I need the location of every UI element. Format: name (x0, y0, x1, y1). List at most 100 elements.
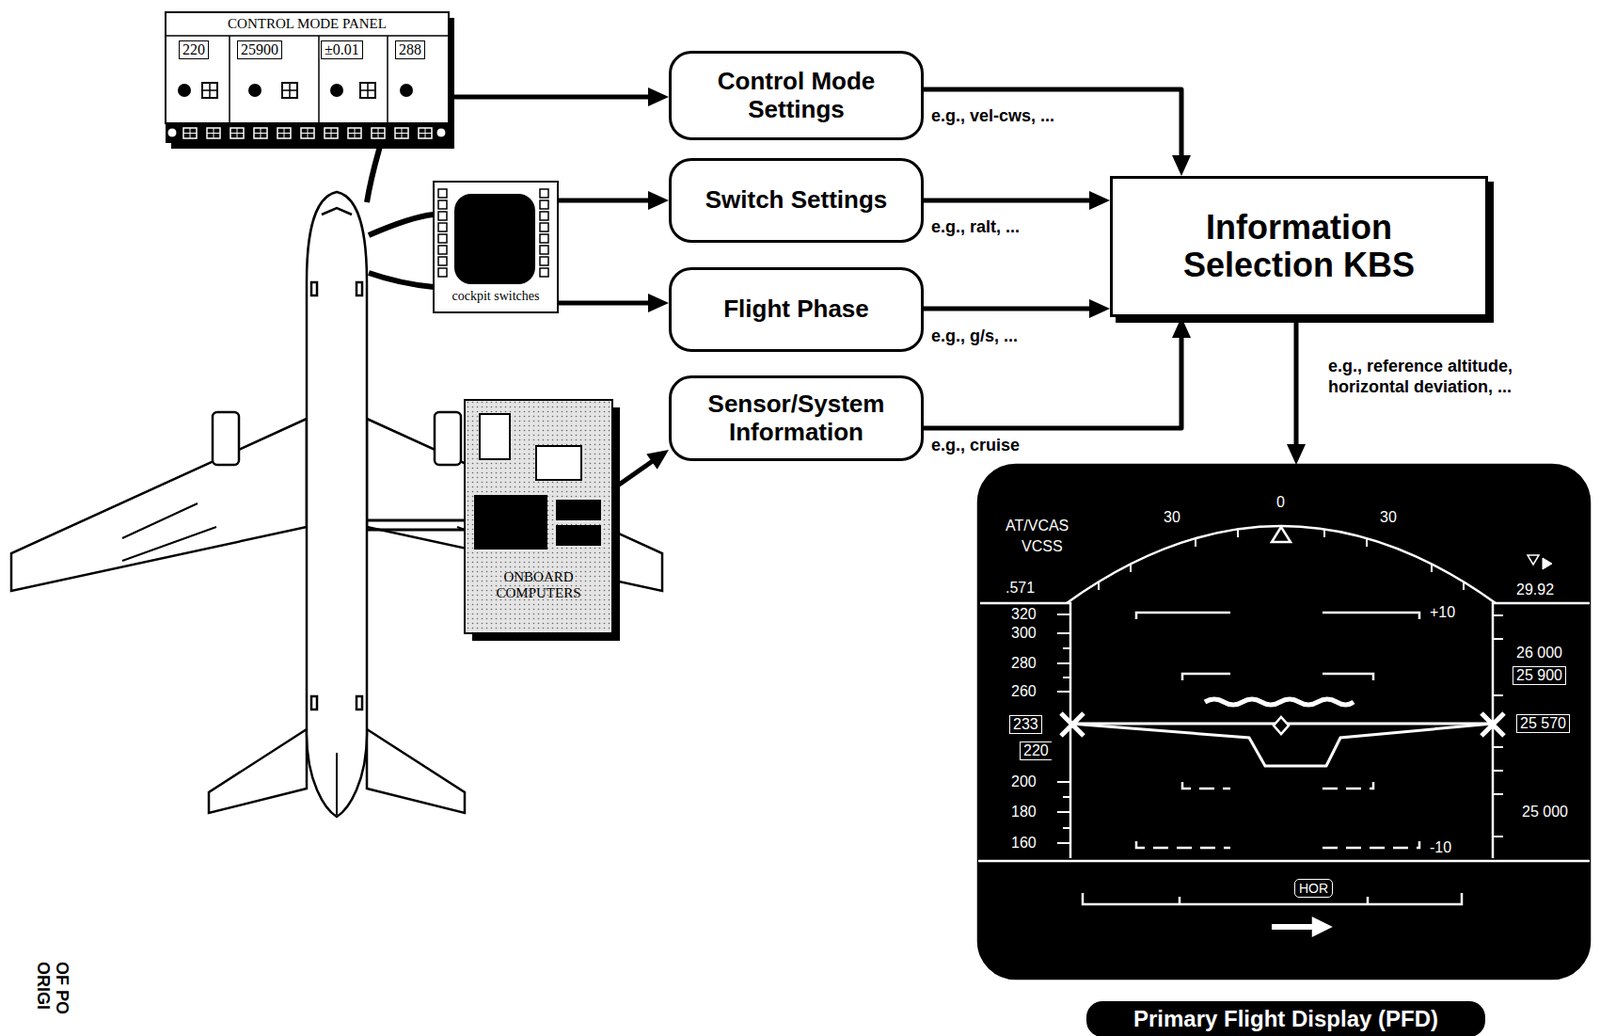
readout-text: 280 (1011, 654, 1037, 672)
flow-arrow (612, 449, 669, 490)
arrow-shaft (923, 198, 1097, 204)
onboard-computers-body-part (474, 494, 548, 550)
flow-arrow (923, 89, 1191, 176)
primary-flight-display (978, 464, 1590, 979)
arrow-head (648, 293, 669, 313)
readout-text: 25 000 (1521, 803, 1569, 821)
control-mode-panel-body-part (399, 83, 413, 97)
readout-text: 25 570 (1516, 713, 1570, 733)
edge-label: e.g., reference altitude, horizontal dev… (1326, 355, 1594, 397)
airplane-part (366, 142, 434, 287)
arrow-shaft (448, 95, 656, 100)
readout-text: 220 (1019, 741, 1052, 761)
readout-text: 260 (1011, 682, 1037, 700)
readout-text: ONBOARD COMPUTERS (464, 569, 613, 602)
airplane-part (356, 282, 363, 296)
readout-text: 29.92 (1516, 581, 1554, 599)
flight-display-screen: AT/VCASVCSS.5713003029.92320300280260233… (978, 464, 1590, 979)
readout-text: cockpit switches (433, 288, 558, 304)
primary-flight-display-part (1271, 526, 1291, 542)
primary-flight-display-part (1313, 918, 1331, 935)
control-mode-panel: CONTROL MODE PANEL22025900±0.01288 (165, 12, 449, 124)
control-mode-panel-body (165, 12, 455, 149)
airplane-part (311, 696, 317, 710)
control-mode-panel-body-part (330, 83, 344, 97)
airplane-part (208, 728, 307, 813)
readout-text: -10 (1429, 839, 1452, 856)
arrow-head (1089, 190, 1110, 210)
cockpit-switch-panel-body-part (433, 181, 558, 313)
process-box: Flight Phase (668, 267, 924, 352)
control-mode-panel-body-part (202, 82, 376, 98)
node-label: Control Mode Settings (684, 67, 908, 125)
arrow-head (1172, 155, 1191, 176)
readout-text: 30 (1379, 508, 1397, 526)
cockpit-switch-panel-body (433, 181, 558, 313)
primary-flight-display-part (1527, 554, 1539, 565)
readout-text: 25900 (237, 40, 283, 60)
readout-text: 26 000 (1516, 644, 1563, 662)
airplane-part (356, 696, 363, 710)
display-caption-pill: Primary Flight Display (PFD) (1086, 1000, 1486, 1036)
node-label: Information Selection KBS (1127, 208, 1471, 286)
primary-flight-display-part (978, 464, 1590, 979)
cockpit-switch-panel-body-part (437, 188, 449, 279)
readout-text: +10 (1429, 603, 1456, 621)
onboard-computers-body-part (536, 445, 582, 480)
knowledge-base-box: Information Selection KBS (1109, 175, 1489, 317)
arrow-head (648, 190, 669, 210)
page-stamp: OF PO (52, 961, 72, 1014)
airplane-part (434, 411, 461, 465)
flow-arrow (923, 190, 1110, 210)
edge-label: e.g., vel-cws, ... (929, 105, 1057, 127)
edge-label: e.g., cruise (929, 434, 1022, 456)
airplane-part (321, 207, 352, 215)
cockpit-switch-panel-body-part (454, 193, 536, 285)
control-mode-panel-body-part (165, 35, 449, 124)
node-label: Switch Settings (705, 186, 888, 215)
readout-text: 180 (1011, 803, 1037, 821)
control-mode-panel-body-part (178, 123, 435, 143)
flow-arrow (448, 87, 669, 107)
primary-flight-display-part (1273, 716, 1289, 734)
page-stamp: ORIGI (33, 961, 53, 1010)
readout-text: .571 (1005, 579, 1035, 597)
arrow-shaft (923, 89, 1182, 163)
arrow-head (1172, 316, 1191, 338)
flow-arrow (557, 293, 669, 313)
node-label: Primary Flight Display (PFD) (1133, 1005, 1439, 1032)
control-mode-panel-body-part (436, 127, 446, 138)
readout-text: 320 (1011, 605, 1037, 623)
readout-text: 233 (1009, 714, 1043, 734)
readout-text: HOR (1294, 878, 1333, 898)
node-label: Sensor/System Information (684, 390, 908, 447)
control-mode-panel-body-part (165, 12, 449, 124)
airplane (11, 142, 663, 817)
airplane-part (366, 520, 465, 530)
cockpit-switch-panel-body-part (538, 188, 551, 279)
airplane-part (306, 191, 367, 817)
readout-text: ±0.01 (320, 40, 364, 60)
onboard-computers-body-part (479, 413, 510, 460)
arrow-shaft (557, 198, 656, 204)
node-label: Flight Phase (723, 295, 870, 324)
airplane-part (311, 282, 317, 296)
onboard-computers-body-part (555, 499, 602, 521)
control-mode-panel-body-part (202, 82, 376, 98)
airplane-part (212, 411, 239, 465)
readout-text: 220 (178, 40, 209, 60)
onboard-computers-body-part (555, 524, 602, 546)
readout-text: 0 (1276, 493, 1285, 511)
arrow-shaft (1294, 316, 1300, 452)
flow-arrow (1286, 316, 1306, 465)
readout-text: 30 (1163, 508, 1181, 526)
edge-label: e.g., ralt, ... (929, 216, 1022, 238)
onboard-computers-body-part (464, 399, 613, 634)
process-box: Sensor/System Information (668, 375, 924, 461)
control-mode-panel-body-part (248, 83, 262, 97)
arrow-head (1286, 443, 1306, 465)
control-mode-panel-body-part (177, 83, 191, 97)
